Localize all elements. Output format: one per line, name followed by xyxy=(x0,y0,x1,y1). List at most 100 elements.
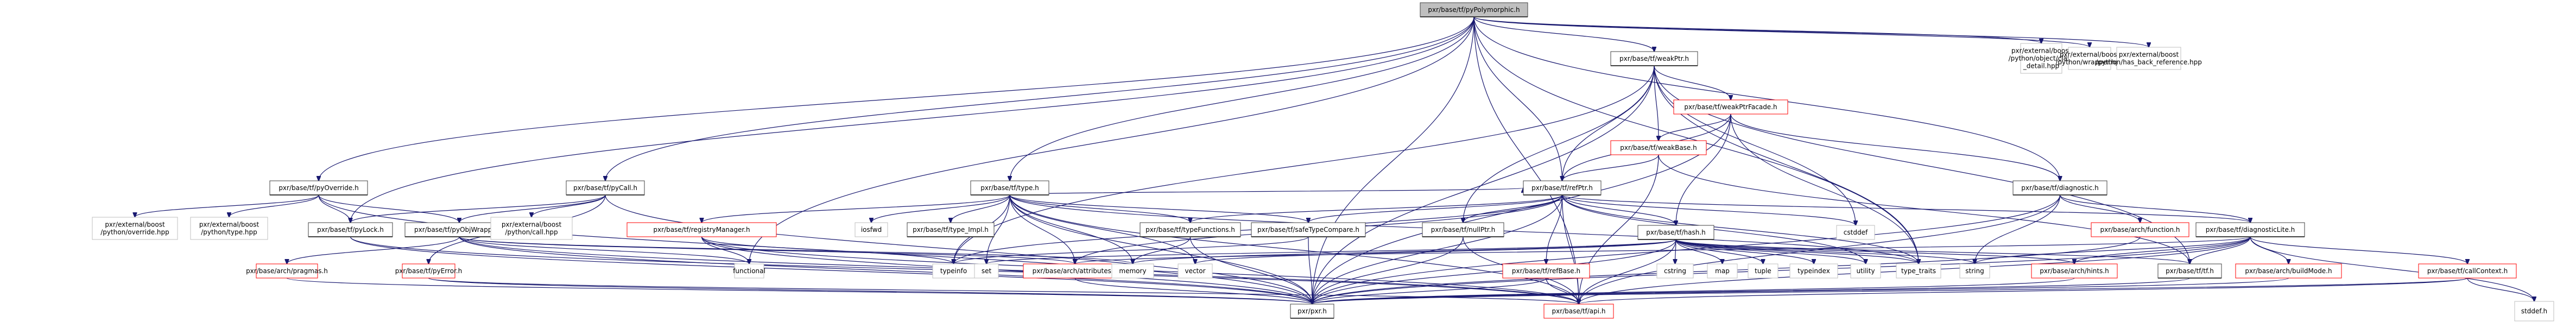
node-box xyxy=(1789,263,1838,279)
node-box xyxy=(2116,47,2181,70)
node-label: pxr/base/tf/hash.h xyxy=(1646,229,1706,236)
node-label: pxr/external/boost xyxy=(2011,47,2072,55)
edge-weakPtrFacade-to-hash xyxy=(1676,113,1731,225)
node-box[interactable] xyxy=(2157,263,2222,279)
node-refPtr[interactable]: pxr/base/tf/refPtr.h xyxy=(1523,180,1602,195)
node-classDetail: pxr/external/boost/python/object/class_d… xyxy=(2009,43,2074,74)
node-label: pxr/base/arch/buildMode.h xyxy=(2245,267,2332,275)
node-box[interactable] xyxy=(2418,263,2517,279)
node-box[interactable] xyxy=(2031,263,2118,279)
node-tf[interactable]: pxr/base/tf/tf.h xyxy=(2157,263,2222,279)
node-api[interactable]: pxr/base/tf/api.h xyxy=(1543,304,1614,319)
node-pragmas[interactable]: pxr/base/arch/pragmas.h xyxy=(246,263,328,279)
edge-pyLock-to-pxr xyxy=(350,236,1313,304)
node-type[interactable]: pxr/base/tf/type.h xyxy=(970,180,1049,195)
node-box[interactable] xyxy=(1140,222,1241,237)
node-nullPtr[interactable]: pxr/base/tf/nullPtr.h xyxy=(1422,222,1504,237)
node-set: set xyxy=(974,263,999,279)
edge-registryManager-to-pxr xyxy=(701,236,1313,304)
node-box[interactable] xyxy=(308,222,393,237)
node-safeTypeCompare[interactable]: pxr/base/tf/safeTypeCompare.h xyxy=(1251,222,1366,237)
edge-pyObjWrapper-to-functional xyxy=(459,236,749,264)
node-label: utility xyxy=(1856,267,1875,275)
node-attributes[interactable]: pxr/base/arch/attributes.h xyxy=(1023,263,1127,279)
node-box[interactable] xyxy=(1610,51,1698,66)
node-box[interactable] xyxy=(402,263,455,279)
node-box[interactable] xyxy=(1637,225,1714,240)
node-hints[interactable]: pxr/base/arch/hints.h xyxy=(2031,263,2118,279)
edge-weakPtr-to-weakPtrFacade xyxy=(1654,65,1731,100)
node-box[interactable] xyxy=(1023,263,1127,279)
node-box[interactable] xyxy=(256,263,318,279)
node-weakPtrFacade[interactable]: pxr/base/tf/weakPtrFacade.h xyxy=(1673,99,1788,115)
edge-diagnosticLite-to-callContext xyxy=(2250,236,2467,264)
node-label: pxr/base/tf/pyObjWrapper.h xyxy=(414,226,504,234)
node-box[interactable] xyxy=(1502,263,1590,279)
node-pyLock[interactable]: pxr/base/tf/pyLock.h xyxy=(308,222,393,237)
node-weakBase[interactable]: pxr/base/tf/weakBase.h xyxy=(1610,140,1707,155)
node-pyOverride[interactable]: pxr/base/tf/pyOverride.h xyxy=(269,180,368,195)
node-box[interactable] xyxy=(1523,180,1602,195)
node-box[interactable] xyxy=(1420,2,1528,17)
node-box[interactable] xyxy=(2091,222,2189,237)
edge-pyPolymorphic-to-pyOverride xyxy=(319,16,1474,181)
edge-weakPtr-to-typeTraits xyxy=(1654,65,1919,264)
node-label: pxr/base/tf/pyLock.h xyxy=(317,226,384,234)
node-weakPtr[interactable]: pxr/base/tf/weakPtr.h xyxy=(1610,51,1698,66)
node-box[interactable] xyxy=(626,222,777,237)
edge-buildMode-to-pxr xyxy=(1312,277,2289,304)
node-pyPolymorphic[interactable]: pxr/base/tf/pyPolymorphic.h xyxy=(1420,2,1528,17)
node-box[interactable] xyxy=(1610,140,1707,155)
edge-weakPtr-to-refPtr xyxy=(1562,65,1655,181)
edge-pyCall-to-callHpp xyxy=(531,194,606,217)
node-pyCall[interactable]: pxr/base/tf/pyCall.h xyxy=(566,180,645,195)
node-typeTraits: type_traits xyxy=(1896,263,1941,279)
node-buildMode[interactable]: pxr/base/arch/buildMode.h xyxy=(2235,263,2342,279)
edge-hash-to-typeTraits xyxy=(1675,239,1919,264)
node-label: pxr/base/tf/refPtr.h xyxy=(1531,184,1593,192)
edge-weakPtr-to-weakBase xyxy=(1654,65,1659,141)
node-box[interactable] xyxy=(566,180,645,195)
edge-type-to-refPtr xyxy=(1009,188,1523,195)
node-tuple: tuple xyxy=(1748,263,1778,279)
node-pxr[interactable]: pxr/pxr.h xyxy=(1290,304,1334,319)
edge-pyPolymorphic-to-type xyxy=(1010,16,1474,181)
node-callContext[interactable]: pxr/base/tf/callContext.h xyxy=(2418,263,2517,279)
node-registryManager[interactable]: pxr/base/tf/registryManager.h xyxy=(626,222,777,237)
node-diagnostic[interactable]: pxr/base/tf/diagnostic.h xyxy=(2012,180,2107,195)
node-label: pxr/base/arch/attributes.h xyxy=(1033,267,1118,275)
node-box[interactable] xyxy=(2195,222,2305,237)
edge-pyObjWrapper-to-pxr xyxy=(459,236,1312,304)
node-box[interactable] xyxy=(2235,263,2342,279)
node-box[interactable] xyxy=(1290,304,1334,319)
node-typeImpl[interactable]: pxr/base/tf/type_Impl.h xyxy=(907,222,995,237)
node-box[interactable] xyxy=(970,180,1049,195)
edge-pyOverride-to-pyObjWrapper xyxy=(318,194,459,223)
node-callHpp: pxr/external/boost/python/call.hpp xyxy=(490,217,573,240)
edge-refPtr-to-api xyxy=(1561,194,1579,304)
edge-hash-to-hints xyxy=(1675,239,2074,264)
edge-pyPolymorphic-to-wrapperHpp xyxy=(1473,16,2090,47)
edge-diagnosticLite-to-buildMode xyxy=(2250,236,2289,264)
node-label: pxr/external/boost xyxy=(2119,51,2179,59)
node-pyError[interactable]: pxr/base/tf/pyError.h xyxy=(395,263,463,279)
node-refBase[interactable]: pxr/base/tf/refBase.h xyxy=(1502,263,1590,279)
edge-pyPolymorphic-to-api xyxy=(1473,16,1579,304)
edge-pragmas-to-pxr xyxy=(286,277,1313,304)
node-archFunction[interactable]: pxr/base/arch/function.h xyxy=(2091,222,2189,237)
node-box[interactable] xyxy=(1673,99,1788,115)
node-label: map xyxy=(1715,267,1730,275)
node-typeFunctions[interactable]: pxr/base/tf/typeFunctions.h xyxy=(1140,222,1241,237)
node-label: memory xyxy=(1119,267,1146,275)
edge-hints-to-pxr xyxy=(1312,277,2075,304)
node-label: _detail.hpp xyxy=(2023,62,2059,70)
node-utility: utility xyxy=(1850,263,1881,279)
node-box[interactable] xyxy=(907,222,995,237)
node-box[interactable] xyxy=(1422,222,1504,237)
edge-type-to-vector xyxy=(1009,194,1195,264)
node-diagnosticLite[interactable]: pxr/base/tf/diagnosticLite.h xyxy=(2195,222,2305,237)
node-box[interactable] xyxy=(1543,304,1614,319)
node-hash[interactable]: pxr/base/tf/hash.h xyxy=(1637,225,1714,240)
edge-pyObjWrapper-to-api xyxy=(459,236,1579,304)
node-label: pxr/base/tf/tf.h xyxy=(2166,267,2214,275)
